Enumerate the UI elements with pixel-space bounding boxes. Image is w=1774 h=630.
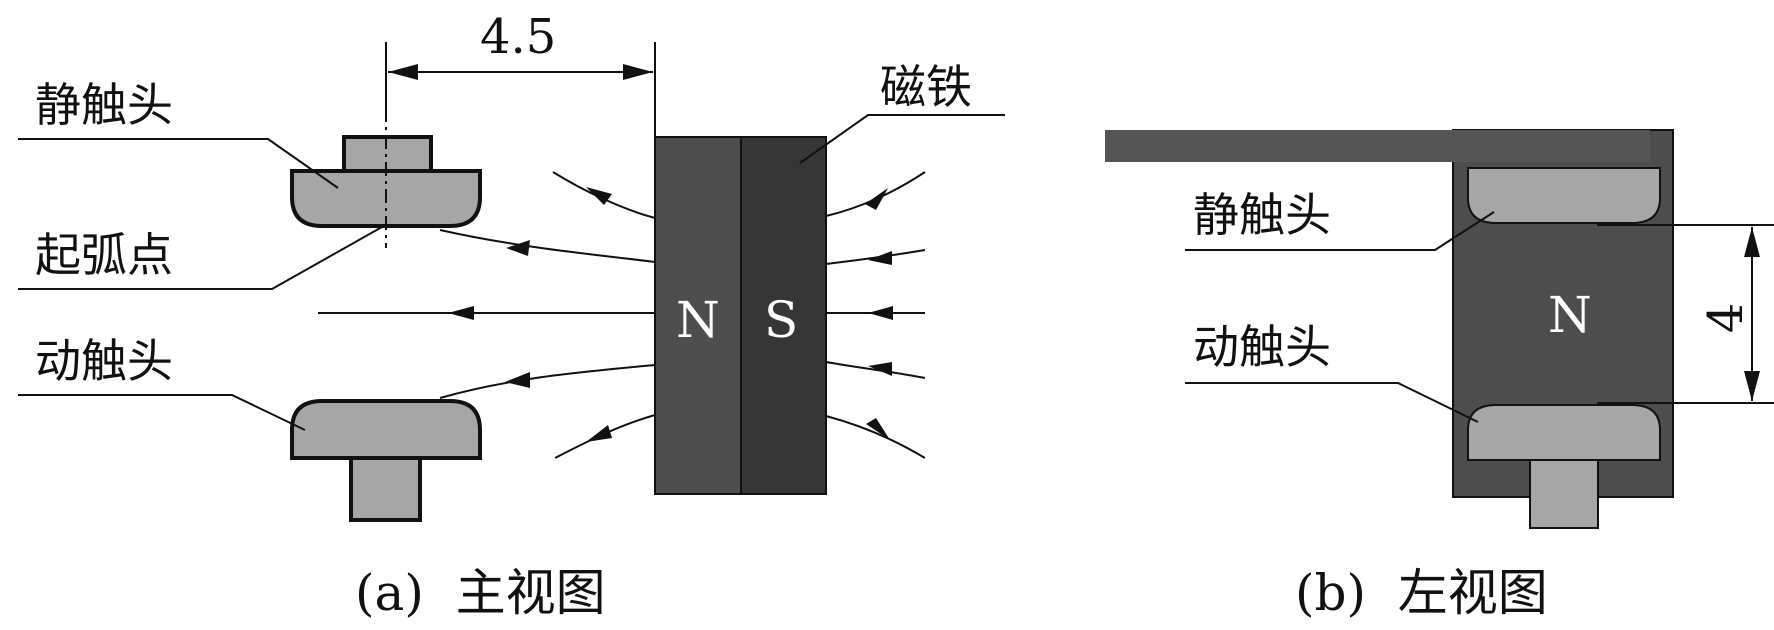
field-line (825, 415, 926, 459)
leader-moving-contact: 动触头 (18, 334, 306, 431)
field-line (439, 229, 656, 263)
side-view: N 4 静触头 动触头 (b) 左视图 (1105, 129, 1774, 622)
dimension-label: 4.5 (480, 9, 556, 65)
moving-contact-label: 动触头 (35, 334, 173, 388)
caption-side-view: (b) 左视图 (1295, 564, 1548, 622)
dimension-4: 4 (1597, 224, 1774, 404)
field-line (825, 249, 926, 265)
magnet-n-half (654, 136, 742, 495)
leader-line (18, 394, 306, 431)
field-arrows-left (448, 187, 612, 442)
leader-line (18, 138, 339, 189)
arrow-head (868, 251, 892, 265)
dim-arrow-bottom (1744, 371, 1760, 401)
front-view: N S 4.5 静触头 (18, 9, 1005, 622)
arrow-head (586, 425, 612, 442)
side-leader-moving-contact: 动触头 (1185, 320, 1479, 423)
arrow-head (865, 188, 888, 210)
field-line (439, 364, 656, 399)
dimension-label: 4 (1698, 303, 1754, 334)
arrow-head (505, 372, 530, 388)
magnet: N S (654, 136, 827, 495)
arrow-head (868, 362, 892, 376)
static-contact-stem (342, 135, 433, 173)
side-pole-n: N (1548, 286, 1592, 344)
arrow-head (868, 306, 893, 320)
field-arrows-right (865, 188, 893, 440)
arrow-head (448, 306, 474, 320)
dim-arrow-left (388, 64, 418, 80)
magnet-pole-n: N (676, 291, 720, 349)
side-moving-contact-stem (1529, 459, 1599, 529)
side-static-contact-label: 静触头 (1193, 188, 1331, 242)
field-line (825, 361, 926, 379)
side-moving-contact (1467, 404, 1661, 461)
moving-contact (290, 399, 482, 522)
leader-line (1185, 211, 1495, 251)
arrow-head (586, 187, 612, 205)
leader-magnet: 磁铁 (799, 60, 1005, 164)
caption-front-view: (a) 主视图 (355, 564, 606, 622)
magnet-s-half (740, 136, 827, 495)
leader-static-contact: 静触头 (18, 78, 339, 189)
side-leader-static-contact: 静触头 (1185, 188, 1495, 251)
leader-line (18, 226, 383, 290)
moving-contact-stem (349, 456, 422, 522)
arrow-head (506, 240, 530, 256)
dim-arrow-top (1744, 227, 1760, 257)
dimension-4-5: 4.5 (385, 9, 656, 137)
side-moving-contact-label: 动触头 (1193, 320, 1331, 374)
side-static-contact (1467, 167, 1661, 224)
static-contact-label: 静触头 (35, 78, 173, 132)
leader-line (799, 114, 1005, 164)
leader-arc-point: 起弧点 (18, 226, 383, 290)
arc-point-label: 起弧点 (35, 228, 173, 282)
magnet-pole-s: S (764, 291, 798, 349)
side-conductor-bar (1105, 130, 1650, 162)
dim-arrow-right (623, 64, 653, 80)
moving-contact-head (290, 399, 482, 460)
magnet-label: 磁铁 (880, 60, 972, 114)
arrow-head (866, 418, 890, 440)
leader-line (1185, 382, 1479, 423)
